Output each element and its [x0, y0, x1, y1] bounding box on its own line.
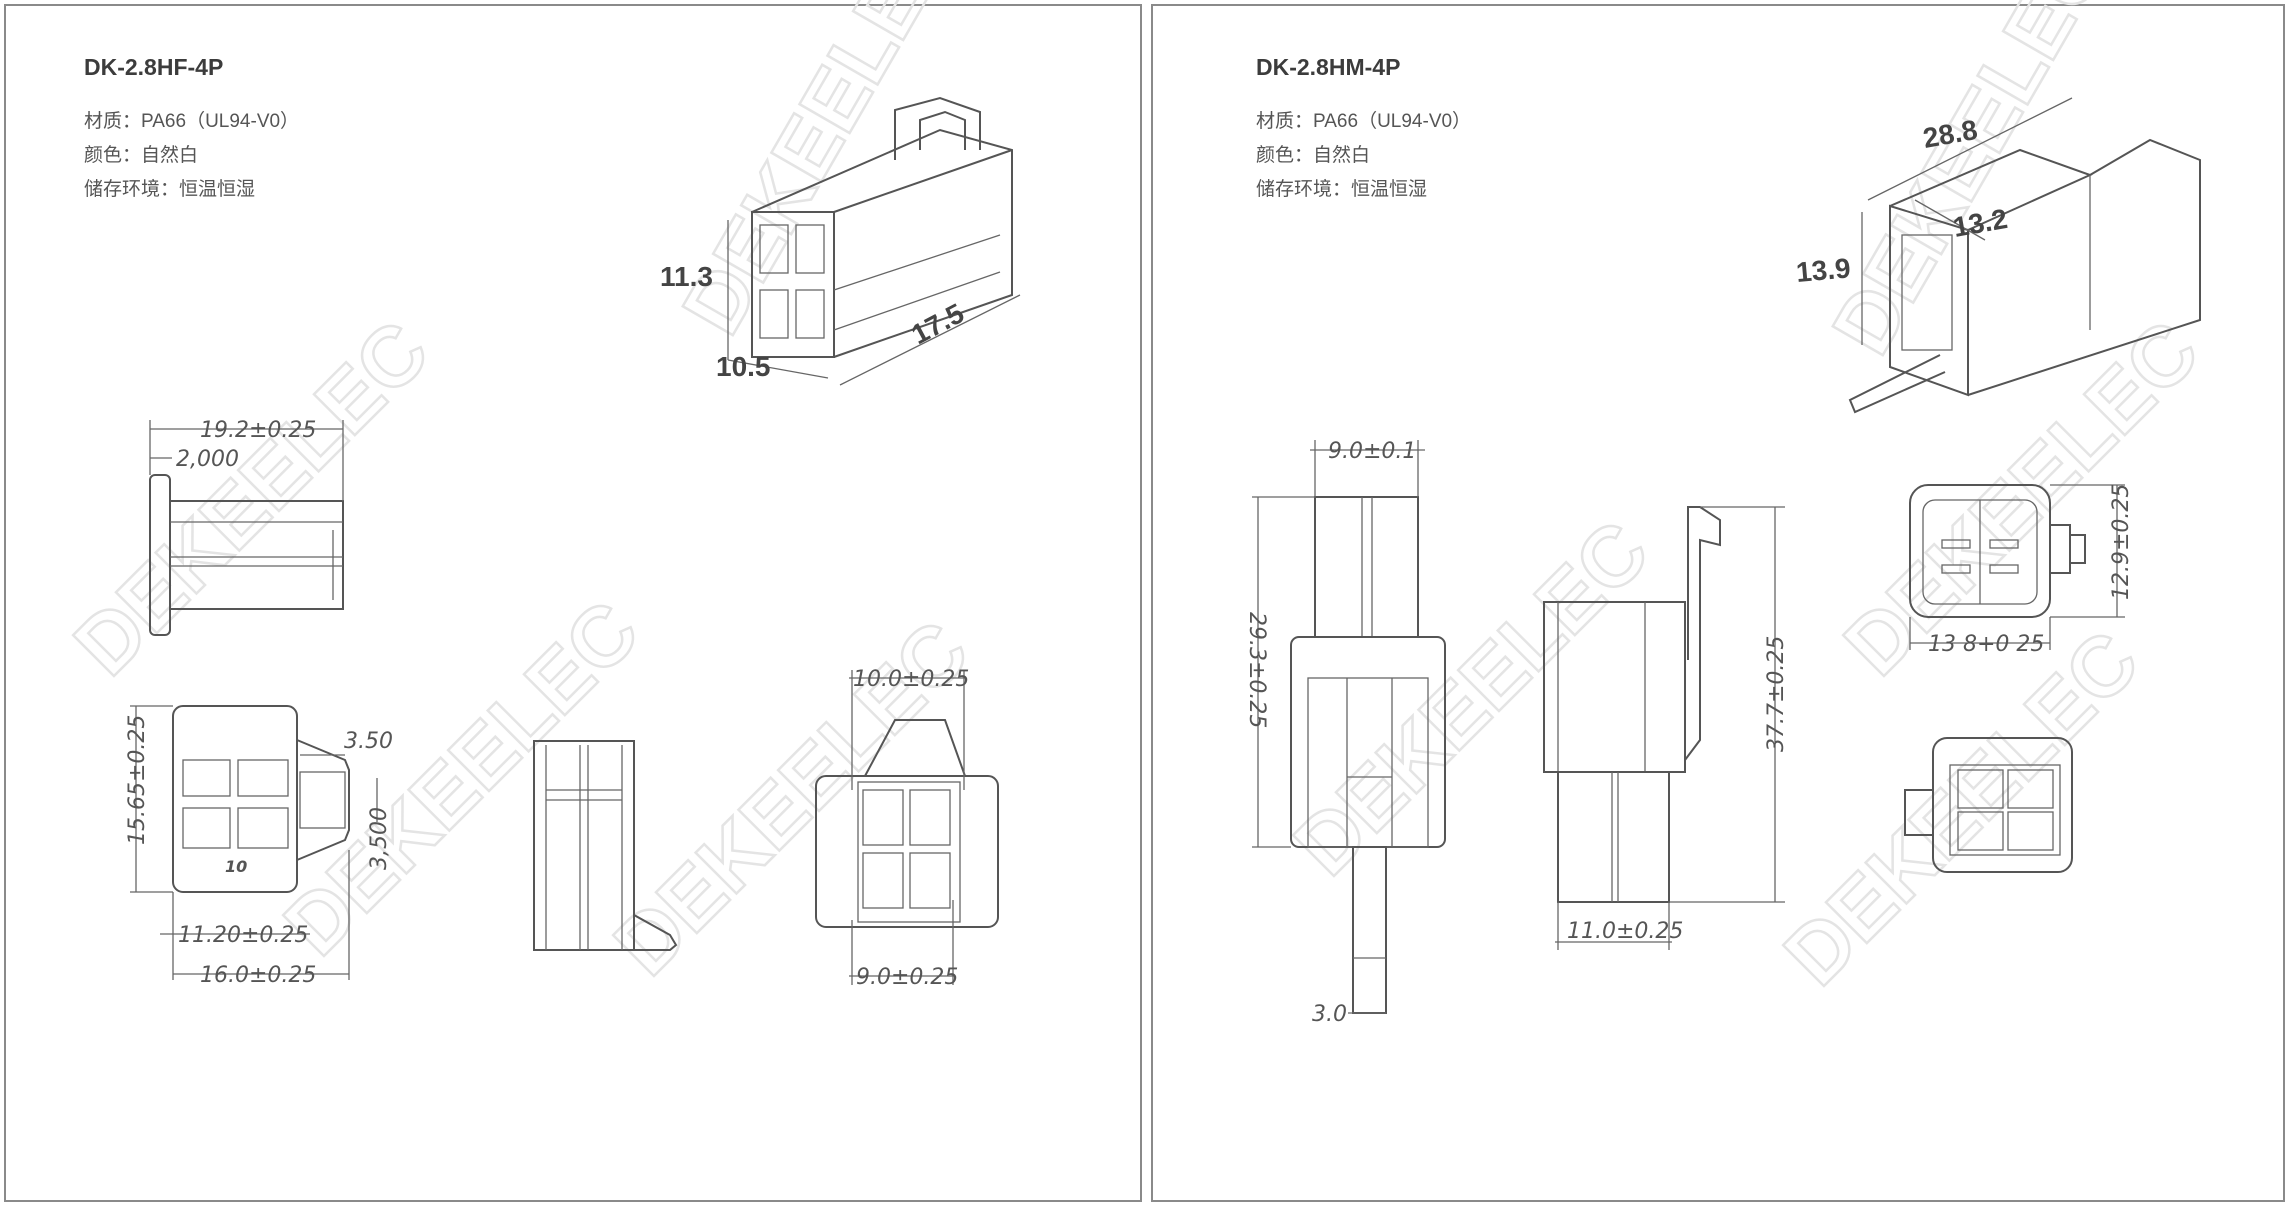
dim-side-length: 19.2±0.25 [200, 418, 316, 443]
watermark: DEKEELEC [266, 583, 656, 973]
right-front-view [1904, 737, 2073, 873]
right-end-view: 12.9±0.25 13 8+0 25 [1909, 484, 2134, 657]
dim-flange: 2,000 [176, 447, 239, 472]
right-spec-material: 材质：PA66（UL94-V0） [1256, 111, 1472, 132]
right-spec-storage: 储存环境：恒温恒湿 [1256, 179, 1428, 200]
dim-latch: 3.50 [344, 729, 393, 754]
dim-total-length: 37.7±0.25 [1764, 636, 1789, 752]
watermark: DEKEELEC [56, 303, 446, 693]
left-drawing-panel [4, 4, 1142, 1202]
dim-end-width: 13 8+0 25 [1928, 632, 2044, 657]
dim-length: 29.3±0.25 [1244, 612, 1269, 728]
watermark: DEKEELEC [1814, 0, 2124, 369]
dim-inner-width: 11.20±0.25 [178, 923, 308, 948]
dim-outer-width: 16.0±0.25 [200, 963, 316, 988]
left-spec-material: 材质：PA66（UL94-V0） [84, 111, 300, 132]
dim-latch-height: 3,500 [367, 807, 392, 870]
iso-dim-width: 10.5 [716, 351, 771, 382]
right-drawing-panel [1151, 4, 2285, 1202]
left-end-side-view [533, 740, 678, 951]
watermark: DEKEELEC [1276, 503, 1666, 893]
left-side-view: 19.2±0.25 2,000 [149, 418, 344, 636]
dim-end-height: 12.9±0.25 [2109, 484, 2134, 600]
cavity-mark: 10 [225, 857, 247, 876]
dim-bottom-width: 9.0±0.25 [856, 965, 958, 990]
right-spec-color: 颜色：自然白 [1256, 145, 1371, 166]
watermark: DEKEELEC [596, 603, 986, 993]
left-front-view: 10 15.65±0.25 3.50 3,500 11.20±0.25 16.0… [125, 705, 393, 988]
dim-top-width: 9.0±0.1 [1328, 439, 1416, 464]
right-side-view: 9.0±0.1 29.3±0.25 3.0 [1244, 439, 1446, 1027]
dim-top-width: 10.0±0.25 [853, 667, 969, 692]
dim-bottom-width: 11.0±0.25 [1567, 919, 1683, 944]
right-profile-view: 37.7±0.25 11.0±0.25 [1543, 506, 1789, 950]
left-rear-view: 10.0±0.25 9.0±0.25 [815, 667, 999, 990]
left-spec-color: 颜色：自然白 [84, 145, 199, 166]
right-part-title: DK-2.8HM-4P [1256, 54, 1401, 80]
dim-height: 15.65±0.25 [125, 715, 150, 845]
iso-dim-height: 11.3 [660, 261, 713, 292]
left-part-title: DK-2.8HF-4P [84, 54, 224, 80]
dim-pin: 3.0 [1312, 1002, 1347, 1027]
left-spec-storage: 储存环境：恒温恒湿 [84, 179, 256, 200]
iso-dim-height: 13.9 [1795, 252, 1852, 288]
iso-dim-length: 17.5 [906, 297, 969, 350]
